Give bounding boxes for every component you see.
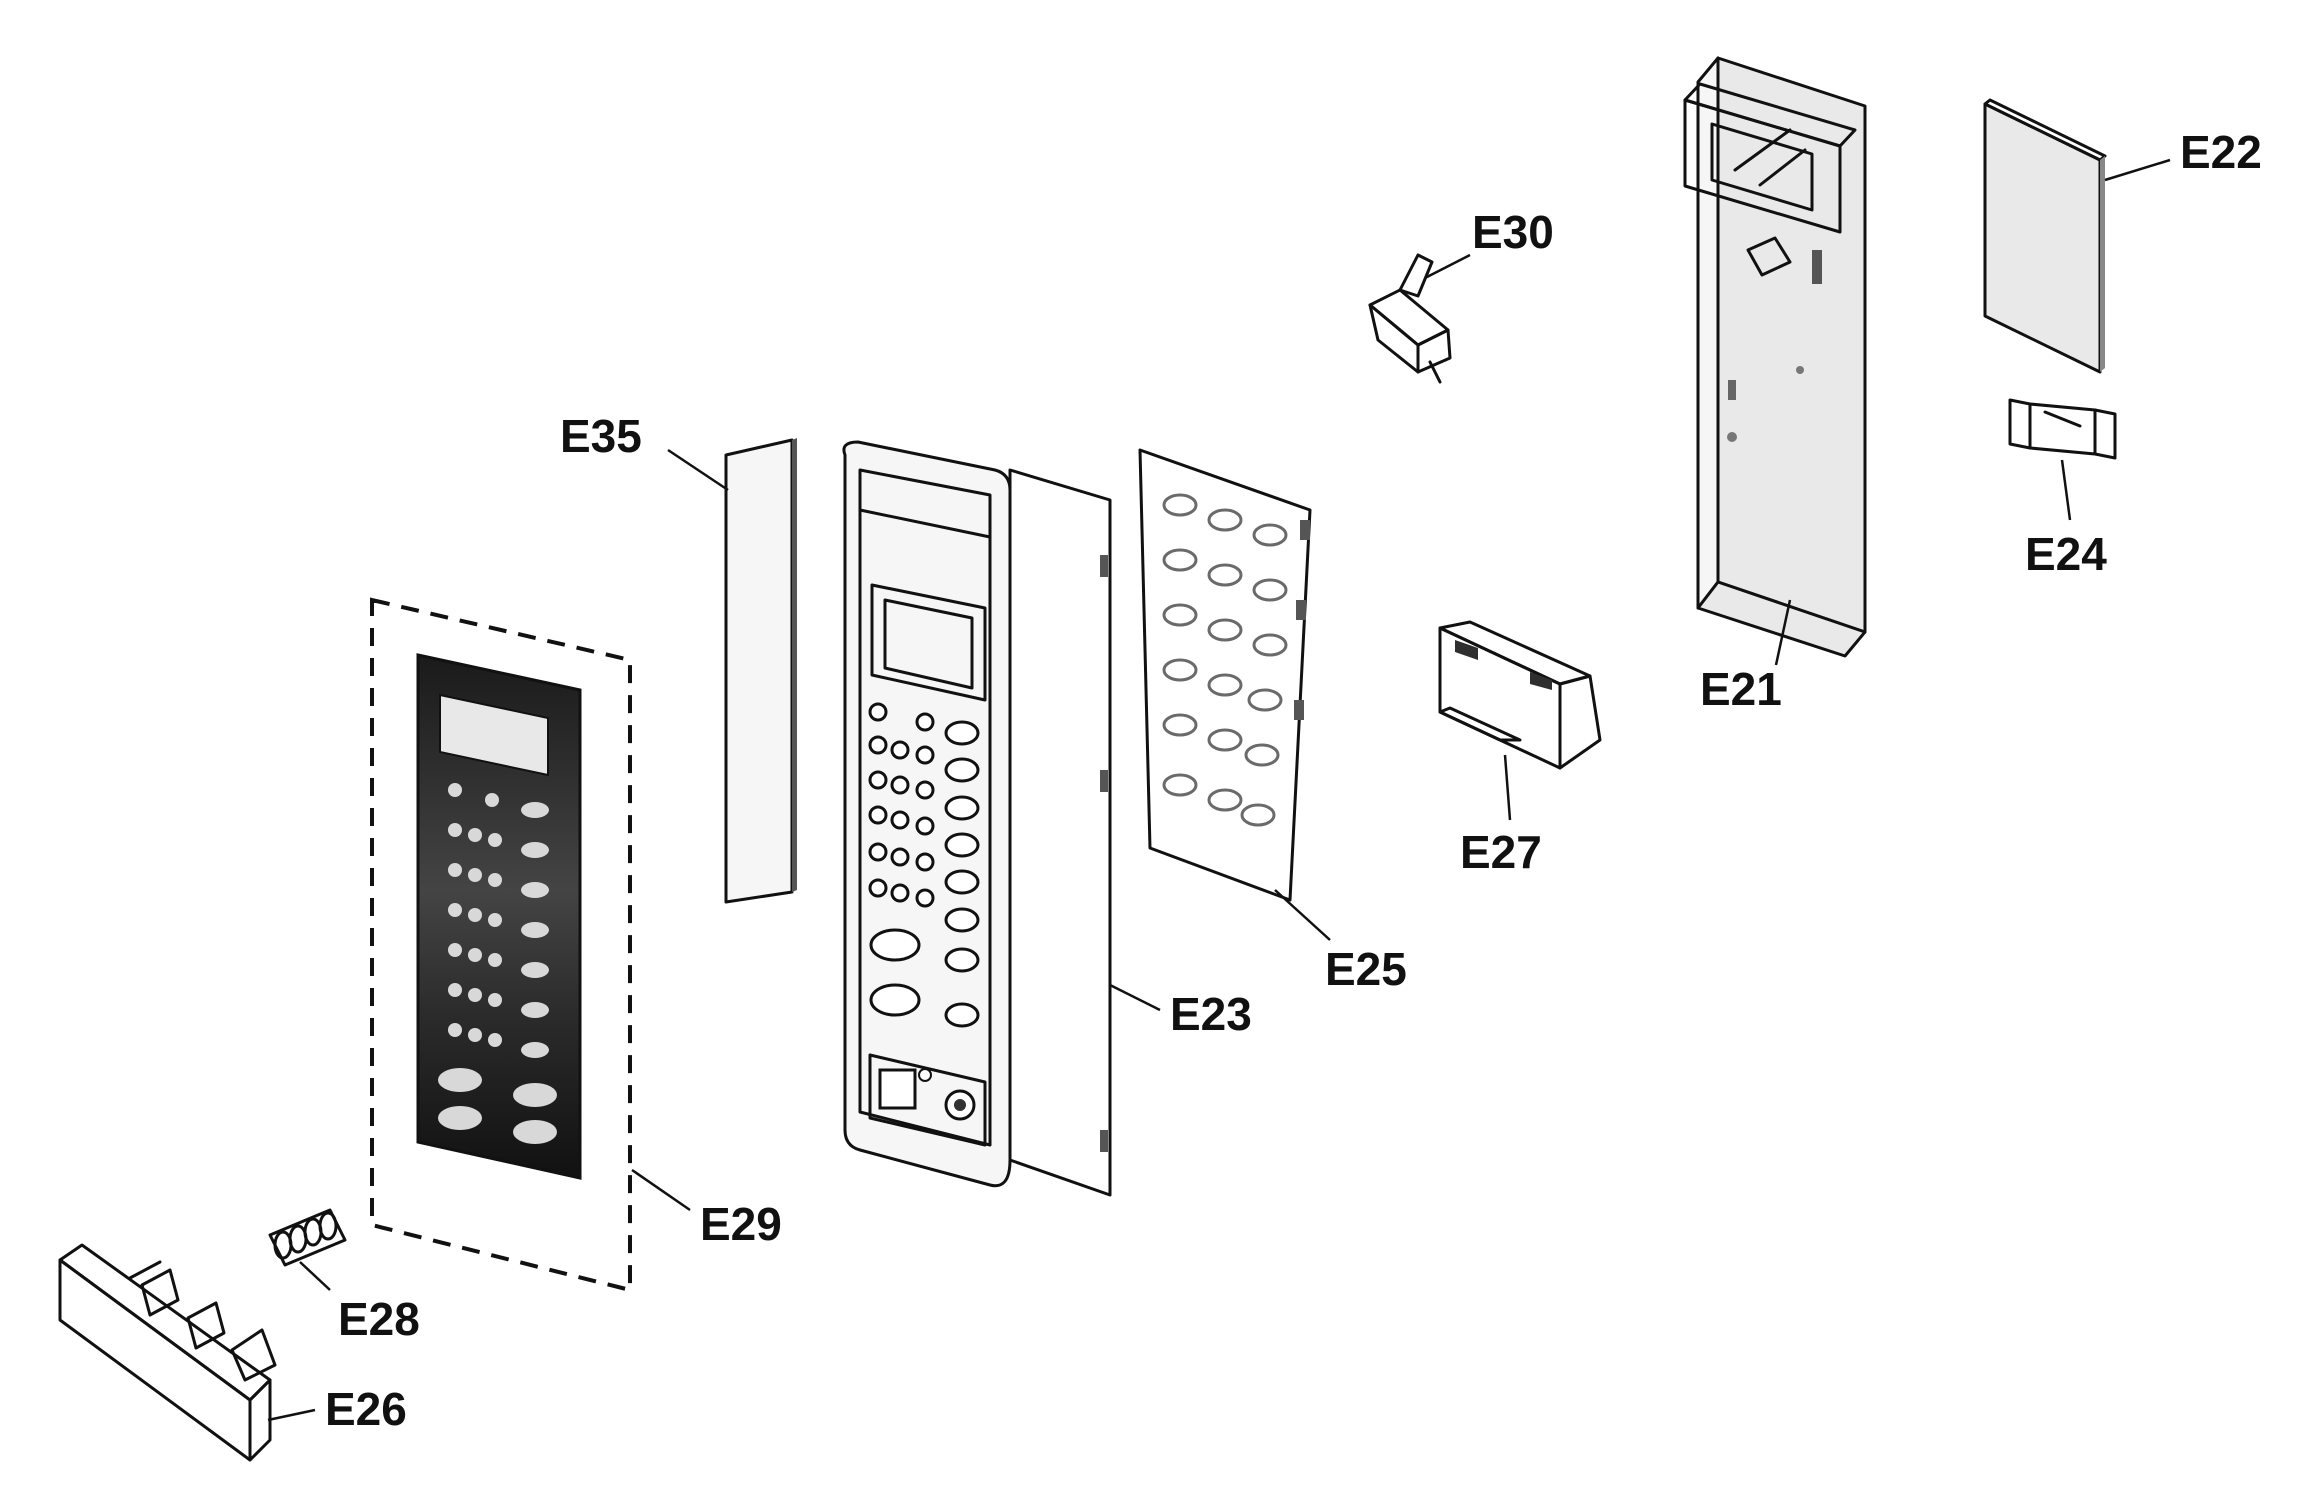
part-e25-membrane-board xyxy=(1138,448,1312,902)
leader-e30 xyxy=(1424,253,1471,280)
part-e35-strip xyxy=(724,438,797,904)
label-e21: E21 xyxy=(1700,663,1782,715)
leader-e35 xyxy=(667,448,729,492)
leader-e27 xyxy=(1503,754,1512,821)
label-e35: E35 xyxy=(560,410,642,462)
part-e24-connector xyxy=(2008,398,2117,460)
label-e26: E26 xyxy=(325,1383,407,1435)
leader-e29 xyxy=(631,1168,691,1212)
leader-e25 xyxy=(1274,889,1331,941)
label-e22: E22 xyxy=(2180,126,2262,178)
label-e23: E23 xyxy=(1170,988,1252,1040)
leader-e21 xyxy=(1774,599,1792,666)
label-e28: E28 xyxy=(338,1293,420,1345)
leader-e28 xyxy=(299,1261,331,1291)
part-e22-pad xyxy=(1983,98,2107,374)
leader-e26 xyxy=(267,1408,316,1422)
part-e28-spring xyxy=(268,1208,347,1267)
part-e26-door-button xyxy=(58,1243,277,1462)
part-e30-bracket xyxy=(1368,253,1452,384)
label-e27: E27 xyxy=(1460,826,1542,878)
leader-e22 xyxy=(2104,158,2171,182)
part-e21-control-board xyxy=(1683,56,1867,658)
part-e29-overlay-decal xyxy=(370,597,632,1293)
label-e29: E29 xyxy=(700,1198,782,1250)
label-e24: E24 xyxy=(2025,528,2107,580)
leader-e24 xyxy=(2060,459,2072,521)
label-e30: E30 xyxy=(1472,206,1554,258)
label-e25: E25 xyxy=(1325,943,1407,995)
leader-e23 xyxy=(1109,983,1161,1012)
part-e23-control-panel xyxy=(842,440,1112,1197)
part-e27-latch xyxy=(1438,620,1602,770)
